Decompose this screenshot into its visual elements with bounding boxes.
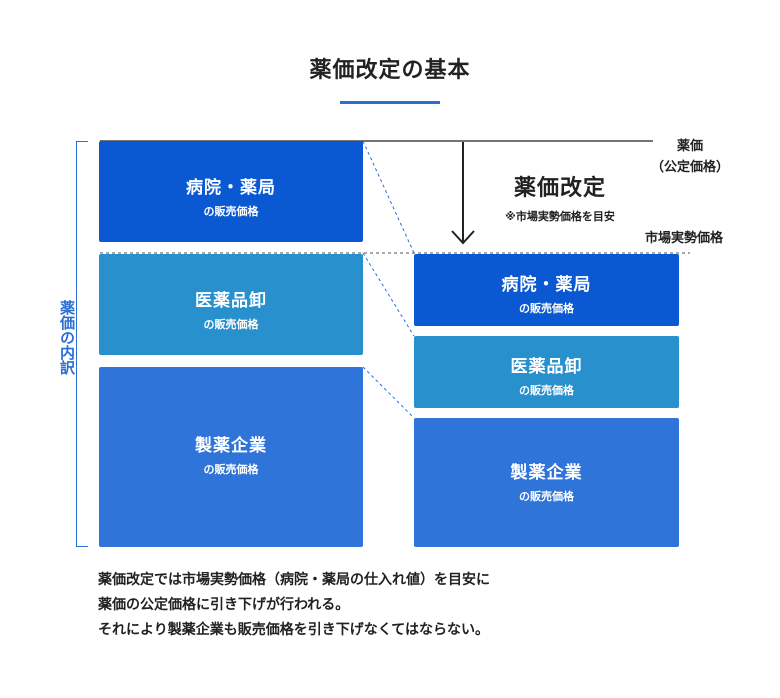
after-wholesaler-label: 医薬品卸 [510, 357, 583, 377]
after-maker-label: 製薬企業 [510, 463, 583, 483]
before-hospital-box: 病院・薬局 の販売価格 [99, 141, 363, 242]
footer-text: 薬価改定では市場実勢価格（病院・薬局の仕入れ値）を目安に 薬価の公定価格に引き下… [98, 568, 758, 643]
after-wholesaler-sub: の販売価格 [519, 384, 574, 397]
page-title: 薬価改定の基本 [309, 58, 471, 83]
footer-line-3: それにより製薬企業も販売価格を引き下げなくてはならない。 [98, 622, 490, 638]
after-hospital-label: 病院・薬局 [501, 275, 592, 295]
breakdown-bracket [76, 141, 88, 547]
before-maker-label: 製薬企業 [195, 436, 267, 456]
before-wholesaler-sub: の販売価格 [203, 318, 259, 331]
connector-maker [362, 366, 415, 419]
before-wholesaler-label: 医薬品卸 [195, 291, 267, 311]
connector-wholesaler [362, 252, 415, 337]
drug-price-label: 薬価 （公定価格） [640, 135, 740, 175]
before-wholesaler-box: 医薬品卸 の販売価格 [99, 254, 363, 355]
connector-hospital [362, 140, 415, 254]
footer-line-1: 薬価改定では市場実勢価格（病院・薬局の仕入れ値）を目安に [98, 572, 490, 588]
after-hospital-box: 病院・薬局 の販売価格 [414, 254, 679, 326]
drug-price-label-line2: （公定価格） [650, 160, 729, 175]
before-hospital-sub: の販売価格 [203, 205, 259, 218]
before-hospital-label: 病院・薬局 [186, 178, 276, 198]
breakdown-label: 薬価の内訳 [58, 300, 76, 375]
down-arrow-head [451, 230, 475, 245]
revision-title: 薬価改定 [513, 176, 606, 201]
revision-note: ※市場実勢価格を目安 [505, 210, 615, 223]
market-price-label: 市場実勢価格 [645, 231, 724, 246]
drug-price-label-line1: 薬価 [676, 139, 703, 154]
after-wholesaler-box: 医薬品卸 の販売価格 [414, 336, 679, 408]
title-underline [340, 101, 440, 104]
before-maker-box: 製薬企業 の販売価格 [99, 367, 363, 547]
revision-block: 薬価改定 ※市場実勢価格を目安 [480, 170, 640, 224]
after-maker-box: 製薬企業 の販売価格 [414, 418, 679, 547]
footer-line-2: 薬価の公定価格に引き下げが行われる。 [98, 597, 350, 613]
after-maker-sub: の販売価格 [519, 490, 574, 503]
after-hospital-sub: の販売価格 [519, 302, 574, 315]
before-maker-sub: の販売価格 [203, 463, 259, 476]
